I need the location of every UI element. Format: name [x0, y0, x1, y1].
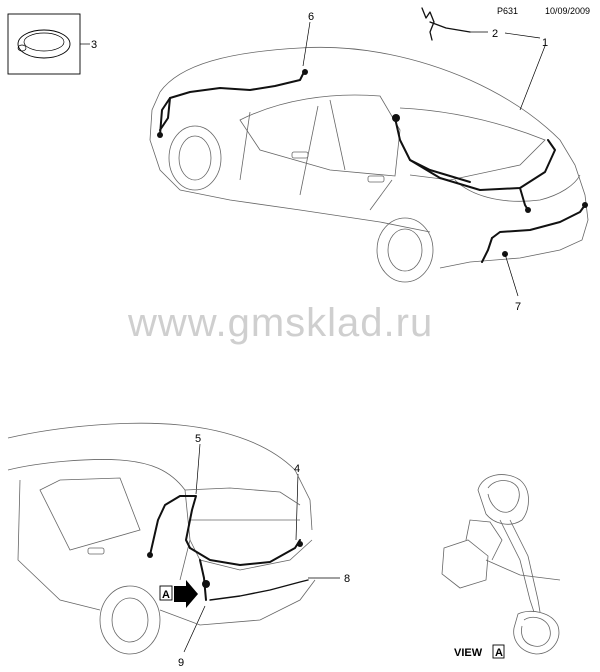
callout-9: 9 [178, 657, 184, 669]
callout-1: 1 [542, 37, 548, 49]
callout-4: 4 [294, 463, 300, 475]
view-a-detail [441, 474, 561, 655]
inset-grommet [7, 13, 90, 75]
page-code: P631 [497, 6, 518, 16]
harness-piece-2 [421, 7, 471, 41]
page-date: 10/09/2009 [545, 6, 590, 16]
wagon-outline [7, 422, 316, 655]
callout-2: 2 [492, 28, 498, 40]
callout-3: 3 [91, 39, 97, 51]
callout-8: 8 [344, 573, 350, 585]
view-label: VIEW [454, 647, 483, 659]
callout-5: 5 [195, 433, 201, 445]
view-label-letter: A [495, 647, 503, 659]
arrow-label: A [162, 589, 170, 601]
callout-7: 7 [515, 301, 521, 313]
watermark: www.gmsklad.ru [127, 301, 433, 345]
wagon-harness [147, 495, 309, 601]
sedan-harness [157, 69, 588, 263]
callout-6: 6 [308, 11, 314, 23]
view-arrow: A [159, 580, 198, 608]
sedan-outline [149, 46, 589, 283]
